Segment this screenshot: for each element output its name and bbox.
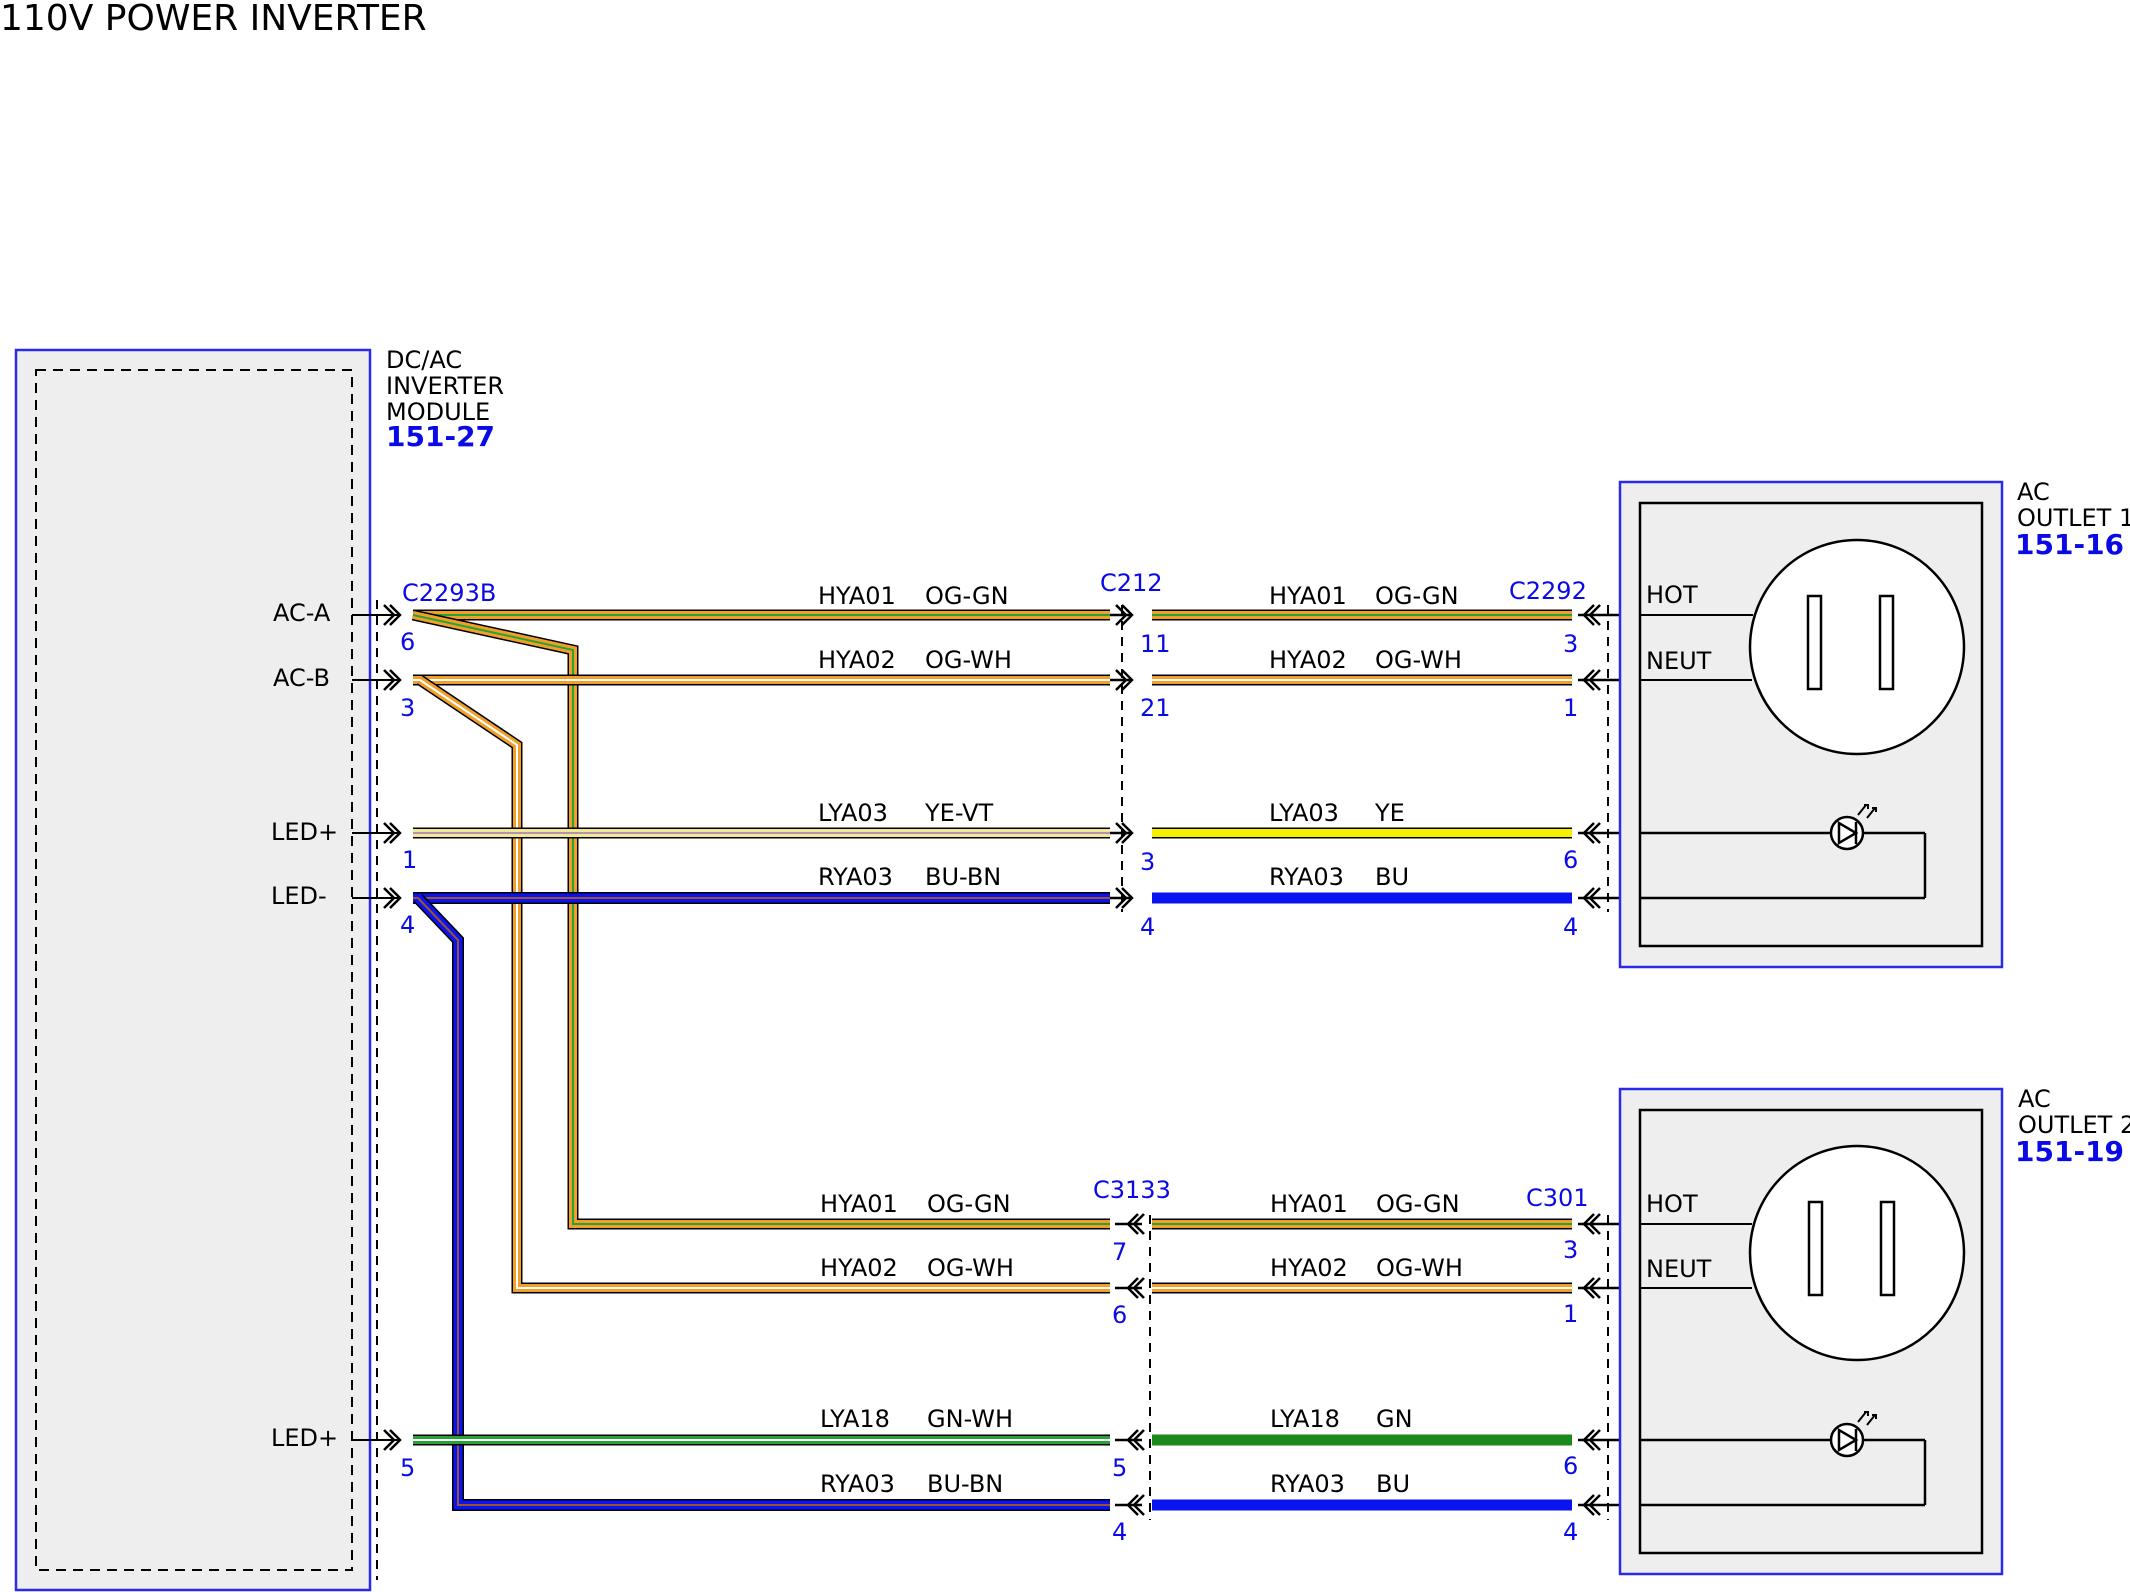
pin-number: 6 — [1563, 1452, 1578, 1480]
wire-label-color: OG-WH — [1376, 1254, 1463, 1282]
outlet1-led-icon — [1640, 804, 1927, 900]
wire-label-circuit: RYA03 — [820, 1470, 895, 1498]
wire-label-color: YE-VT — [924, 799, 993, 827]
wire-label-color: OG-GN — [927, 1190, 1011, 1218]
pin-number: 7 — [1112, 1238, 1127, 1266]
pin-label-ac-a: AC-A — [273, 599, 331, 627]
pin-number: 1 — [1563, 694, 1578, 722]
wire-label-circuit: LYA03 — [1269, 799, 1339, 827]
wire-label-color: OG-GN — [1376, 1190, 1460, 1218]
wire-label-circuit: RYA03 — [1270, 1470, 1345, 1498]
wire-hya02-og-wh-route — [416, 675, 1572, 1294]
connector-c2292: C2292 — [1509, 577, 1587, 605]
wire-label-color: OG-WH — [927, 1254, 1014, 1282]
wire-label-circuit: RYA03 — [1269, 863, 1344, 891]
module-ref-link[interactable]: 151-27 — [386, 420, 495, 453]
outlet2-name-1: AC — [2018, 1085, 2051, 1113]
pin-number: 1 — [402, 846, 417, 874]
connector-c3133: C3133 — [1093, 1176, 1171, 1204]
outlet1-ref-link[interactable]: 151-16 — [2015, 528, 2124, 561]
wire-label-color: BU — [1376, 1470, 1410, 1498]
wire-label-color: GN — [1376, 1405, 1413, 1433]
pin-number: 6 — [400, 628, 415, 656]
pin-label-led-plus: LED+ — [271, 818, 338, 846]
wire-rya03-bu-bn-route — [413, 893, 1572, 1511]
pin-label-led-plus-2: LED+ — [271, 1424, 338, 1452]
wire-hya01-og-gn-route — [411, 609, 1572, 1230]
module-outline — [14, 348, 372, 1592]
pin-number: 6 — [1112, 1301, 1127, 1329]
wire-label-color: YE — [1374, 799, 1405, 827]
pin-number: 3 — [400, 694, 415, 722]
module-inner-dashed — [35, 369, 353, 1571]
diagram-title: 110V POWER INVERTER — [0, 0, 427, 39]
pin-number: 3 — [1563, 1236, 1578, 1264]
outlet2-hot-label: HOT — [1646, 1190, 1698, 1218]
outlet2-receptacle — [1748, 1144, 1966, 1362]
wire-label-color: BU-BN — [927, 1470, 1003, 1498]
wire-label-color: OG-WH — [925, 646, 1012, 674]
wire-label-circuit: HYA02 — [818, 646, 896, 674]
pin-number: 4 — [1563, 913, 1578, 941]
pin-numbers: 6 11 3 3 21 1 1 3 6 4 4 4 7 3 6 1 5 5 6 … — [400, 628, 1578, 1546]
wire-label-color: BU-BN — [925, 863, 1001, 891]
pin-number: 1 — [1563, 1300, 1578, 1328]
upper-wire-labels: HYA01 OG-GN HYA01 OG-GN HYA02 OG-WH HYA0… — [818, 582, 1462, 891]
wire-label-circuit: LYA18 — [820, 1405, 890, 1433]
connector-c212: C212 — [1100, 569, 1163, 597]
module-name-1: DC/AC — [386, 346, 462, 374]
wire-label-color: GN-WH — [927, 1405, 1013, 1433]
outlet1-name-1: AC — [2017, 478, 2050, 506]
outlet1-slot-hot — [1806, 594, 1823, 691]
pin-number: 4 — [1140, 913, 1155, 941]
pin-number: 4 — [1563, 1518, 1578, 1546]
wire-label-color: OG-GN — [925, 582, 1009, 610]
module-name-2: INVERTER — [386, 372, 504, 400]
module-name-3: MODULE — [386, 398, 490, 426]
pin-number: 3 — [1140, 848, 1155, 876]
pin-label-ac-b: AC-B — [273, 664, 330, 692]
wire-label-circuit: HYA01 — [818, 582, 896, 610]
pin-number: 3 — [1563, 630, 1578, 658]
outlet2-neut-label: NEUT — [1646, 1255, 1712, 1283]
wire-label-circuit: RYA03 — [818, 863, 893, 891]
lower-wire-labels: HYA01 OG-GN HYA01 OG-GN HYA02 OG-WH HYA0… — [820, 1190, 1463, 1498]
pin-number: 5 — [400, 1454, 415, 1482]
wire-label-circuit: HYA01 — [1270, 1190, 1348, 1218]
outlet1-name-2: OUTLET 1 — [2017, 504, 2130, 532]
inverter-module: DC/AC INVERTER MODULE 151-27 AC-A AC-B L… — [14, 346, 504, 1592]
wire-label-circuit: HYA02 — [1270, 1254, 1348, 1282]
ac-outlet-2: HOT NEUT AC OUTLET 2 151-19 — [1618, 1085, 2130, 1576]
connector-c2293b: C2293B — [402, 579, 496, 607]
connector-c301: C301 — [1526, 1184, 1589, 1212]
wire-label-circuit: HYA01 — [1269, 582, 1347, 610]
wire-label-circuit: HYA02 — [1269, 646, 1347, 674]
wire-label-color: OG-WH — [1375, 646, 1462, 674]
outlet2-ref-link[interactable]: 151-19 — [2015, 1135, 2124, 1168]
pin-number: 4 — [400, 911, 415, 939]
wire-label-circuit: HYA02 — [820, 1254, 898, 1282]
wire-label-color: OG-GN — [1375, 582, 1459, 610]
pin-number: 5 — [1112, 1454, 1127, 1482]
outlet2-led-icon — [1640, 1411, 1927, 1507]
connector-dashes — [376, 600, 1609, 1580]
outlet2-name-2: OUTLET 2 — [2018, 1111, 2130, 1139]
wire-label-circuit: HYA01 — [820, 1190, 898, 1218]
outlet1-hot-label: HOT — [1646, 581, 1698, 609]
wire-label-circuit: LYA03 — [818, 799, 888, 827]
ac-outlet-1: HOT NEUT AC OUTLET 1 151-16 — [1618, 478, 2130, 969]
outlet2-slot-neut — [1879, 1200, 1896, 1297]
wire-label-color: BU — [1375, 863, 1409, 891]
outlet1-receptacle — [1748, 538, 1966, 756]
pin-number: 11 — [1140, 630, 1171, 658]
outlet2-slot-hot — [1807, 1200, 1824, 1297]
pin-number: 4 — [1112, 1518, 1127, 1546]
pin-label-led-minus: LED- — [271, 882, 327, 910]
outlet1-neut-label: NEUT — [1646, 647, 1712, 675]
pin-number: 21 — [1140, 694, 1171, 722]
pin-number: 6 — [1563, 846, 1578, 874]
outlet1-slot-neut — [1878, 594, 1895, 691]
wire-label-circuit: LYA18 — [1270, 1405, 1340, 1433]
